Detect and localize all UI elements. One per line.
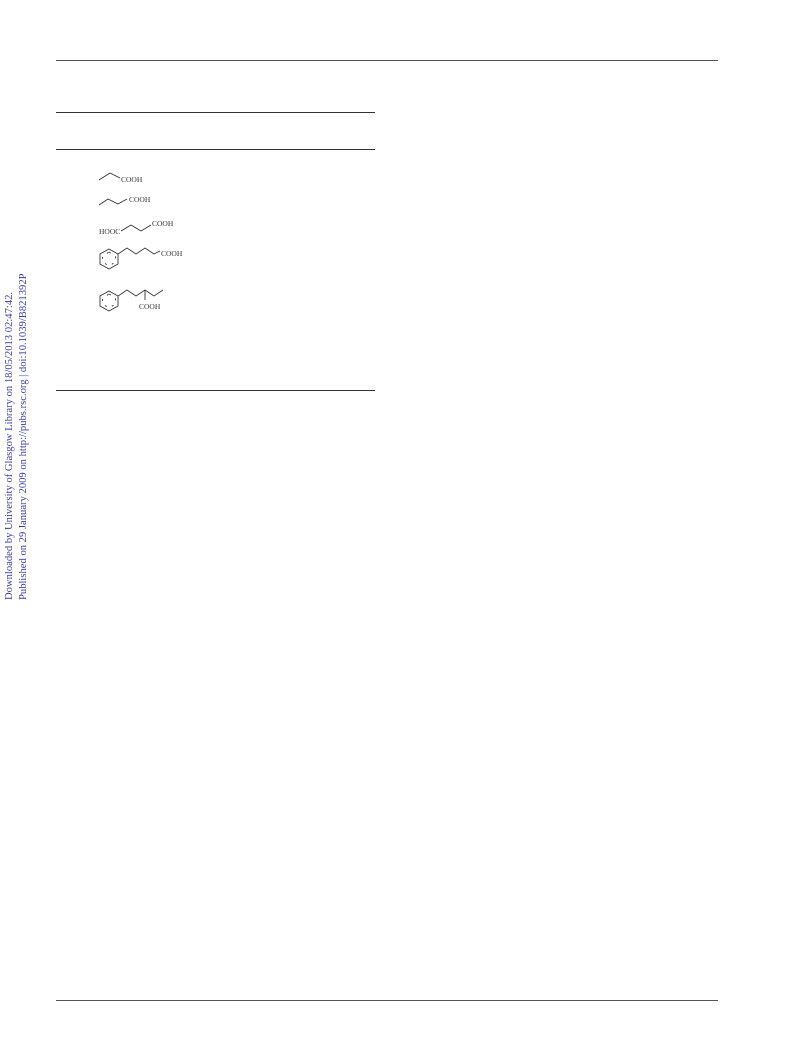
structure-2: COOH	[98, 195, 151, 206]
structure-5: COOH	[99, 289, 164, 312]
page-footer-rule	[56, 1000, 718, 1001]
table-top-rule	[56, 112, 375, 113]
page-header-rule	[56, 60, 718, 61]
download-stamp-line-2: Published on 29 January 2009 on http://p…	[18, 273, 29, 600]
structure-4: COOH	[99, 247, 183, 270]
structure-5-label: COOH	[139, 302, 161, 311]
structure-3-label-left: HOOC	[99, 227, 120, 236]
structure-2-label: COOH	[129, 195, 151, 204]
table-header-rule	[56, 149, 375, 150]
download-stamp: Downloaded by University of Glasgow Libr…	[3, 273, 31, 600]
structure-4-benzene-inner	[102, 251, 116, 267]
structure-5-chain	[117, 289, 164, 297]
structure-5-benzene-inner	[102, 293, 116, 309]
structure-3-label-right: COOH	[152, 219, 174, 228]
structure-1: COOH	[98, 172, 143, 184]
structure-4-benzene-ring	[99, 248, 119, 270]
table-bottom-rule	[56, 390, 375, 391]
structure-5-benzene-ring	[99, 290, 119, 312]
structure-2-chain	[98, 198, 128, 206]
structure-1-label: COOH	[121, 175, 143, 184]
structure-3-chain	[120, 224, 152, 232]
download-stamp-line-1: Downloaded by University of Glasgow Libr…	[4, 291, 15, 600]
structure-1-chain	[98, 172, 121, 181]
structure-4-chain	[117, 247, 161, 255]
structure-3: HOOC COOH	[99, 219, 174, 236]
structure-4-label: COOH	[161, 249, 183, 258]
